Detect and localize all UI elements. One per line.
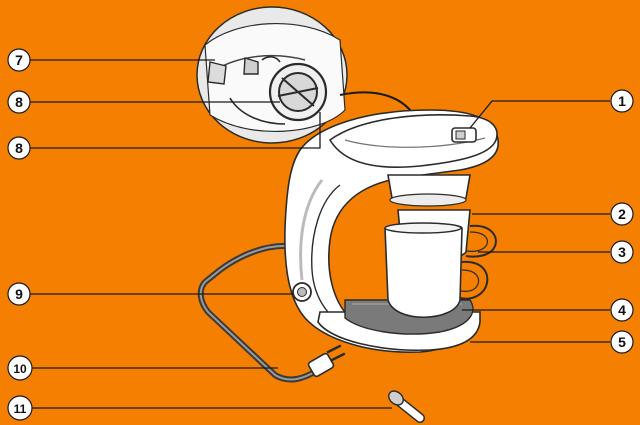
callout-6: 7 [8,49,30,71]
callout-label-9: 9 [15,286,23,302]
callout-9: 9 [8,283,30,305]
detail-inset [197,7,347,143]
callout-8: 8 [8,137,30,159]
callout-label-8: 8 [15,140,23,156]
callout-5: 5 [611,331,633,353]
callout-11: 11 [8,396,32,420]
callout-4: 4 [611,299,633,321]
callout-label-6: 7 [15,52,23,68]
callout-label-10: 10 [13,362,27,376]
power-plug-icon [307,346,344,377]
callout-label-2: 2 [618,206,626,222]
callout-3: 3 [611,241,633,263]
callout-label-3: 3 [618,244,626,260]
measuring-spoon-icon [386,388,420,418]
side-button [293,283,311,301]
callout-label-7: 8 [15,94,23,110]
callout-label-11: 11 [14,402,27,416]
callout-label-4: 4 [618,302,626,318]
callout-label-5: 5 [618,334,626,350]
callout-7: 8 [8,91,30,113]
power-switch [452,128,476,142]
callout-2: 2 [611,203,633,225]
callout-label-1: 1 [618,93,626,109]
callout-10: 10 [8,356,32,380]
callout-1: 1 [611,90,633,112]
